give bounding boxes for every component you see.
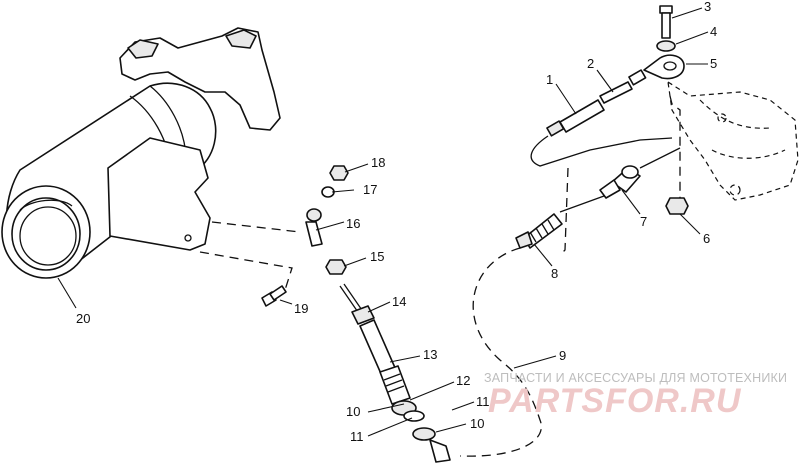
callout-9: 9 xyxy=(559,348,566,363)
callout-6: 6 xyxy=(703,231,710,246)
callout-16: 16 xyxy=(346,216,360,231)
callout-1: 1 xyxy=(546,72,553,87)
callout-4: 4 xyxy=(710,24,717,39)
callout-14: 14 xyxy=(392,294,406,309)
cable-9 xyxy=(459,247,542,457)
leader-lines xyxy=(57,7,709,437)
callout-7: 7 xyxy=(640,214,647,229)
callout-10b: 10 xyxy=(470,416,484,431)
callout-13: 13 xyxy=(423,347,437,362)
callout-20: 20 xyxy=(76,311,90,326)
callout-3: 3 xyxy=(704,0,711,14)
callout-12: 12 xyxy=(456,373,470,388)
callout-11a: 11 xyxy=(350,429,364,444)
lower-cable xyxy=(261,165,451,463)
callout-2: 2 xyxy=(587,56,594,71)
watermark-tagline: ЗАПЧАСТИ И АКСЕССУАРЫ ДЛЯ МОТОТЕХНИКИ xyxy=(484,371,788,385)
upper-cable xyxy=(530,5,685,256)
callout-8: 8 xyxy=(551,266,558,281)
callout-17: 17 xyxy=(363,182,377,197)
callout-18: 18 xyxy=(371,155,385,170)
watermark-logo: PARTSFOR.RU xyxy=(488,382,742,420)
callout-5: 5 xyxy=(710,56,717,71)
callouts: 3 4 5 2 1 6 7 8 9 18 17 16 15 19 14 13 1… xyxy=(76,0,717,444)
engine-outline xyxy=(667,80,799,201)
callout-11b: 11 xyxy=(476,394,490,409)
callout-19: 19 xyxy=(294,301,308,316)
callout-10a: 10 xyxy=(346,404,360,419)
cable-fittings xyxy=(515,147,681,249)
callout-15: 15 xyxy=(370,249,384,264)
nut-6 xyxy=(665,197,689,215)
housing-assembly xyxy=(1,27,281,279)
